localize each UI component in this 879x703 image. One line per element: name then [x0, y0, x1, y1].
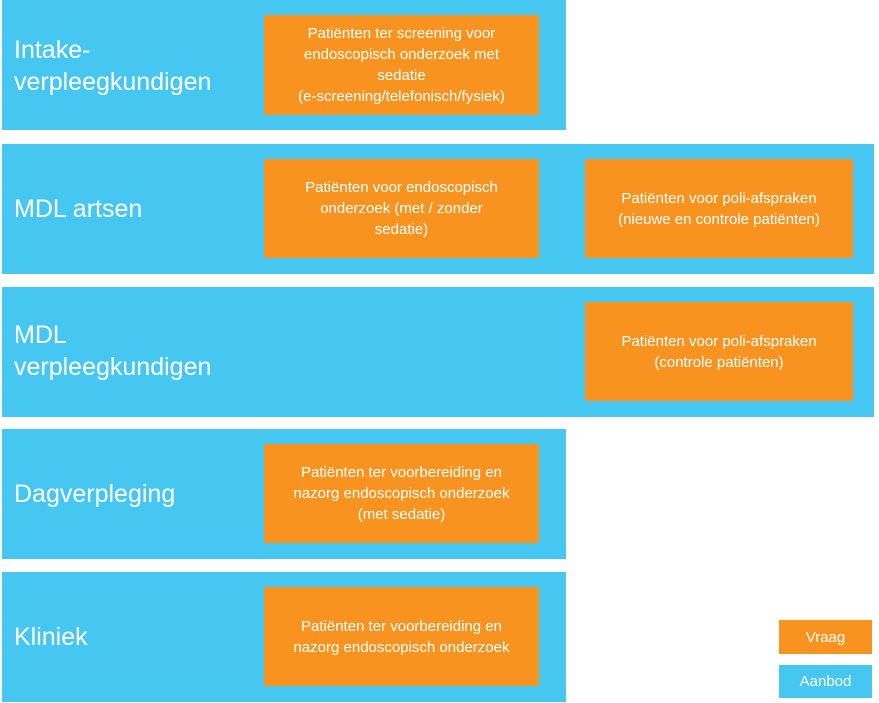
row-dagverpleging: Dagverpleging Patiënten ter voorbereidin…	[2, 429, 566, 559]
row-mdl-artsen: MDL artsen Patiënten voor endoscopisch o…	[2, 144, 874, 274]
row-mdl-verpleegkundigen: MDL verpleegkundigen Patiënten voor poli…	[2, 287, 874, 417]
row-label: Intake- verpleegkundigen	[14, 36, 212, 96]
row-label: MDL verpleegkundigen	[14, 321, 212, 381]
row-label: Dagverpleging	[14, 480, 176, 508]
row-kliniek: Kliniek Patiënten ter voorbereiding en n…	[2, 572, 566, 702]
vraag-box: Patiënten voor poli-afspraken (nieuwe en…	[585, 159, 853, 258]
row-label: MDL artsen	[14, 195, 143, 223]
row-intake-verpleegkundigen: Intake- verpleegkundigen Patiënten ter s…	[2, 0, 566, 130]
legend-aanbod: Aanbod	[779, 665, 872, 698]
vraag-box: Patiënten ter voorbereiding en nazorg en…	[264, 444, 539, 543]
vraag-box: Patiënten voor poli-afspraken (controle …	[585, 302, 853, 401]
vraag-box: Patiënten ter voorbereiding en nazorg en…	[264, 587, 539, 686]
row-label: Kliniek	[14, 623, 88, 651]
vraag-box: Patiënten ter screening voor endoscopisc…	[264, 15, 539, 115]
vraag-box: Patiënten voor endoscopisch onderzoek (m…	[264, 159, 539, 258]
legend-vraag: Vraag	[779, 620, 872, 654]
